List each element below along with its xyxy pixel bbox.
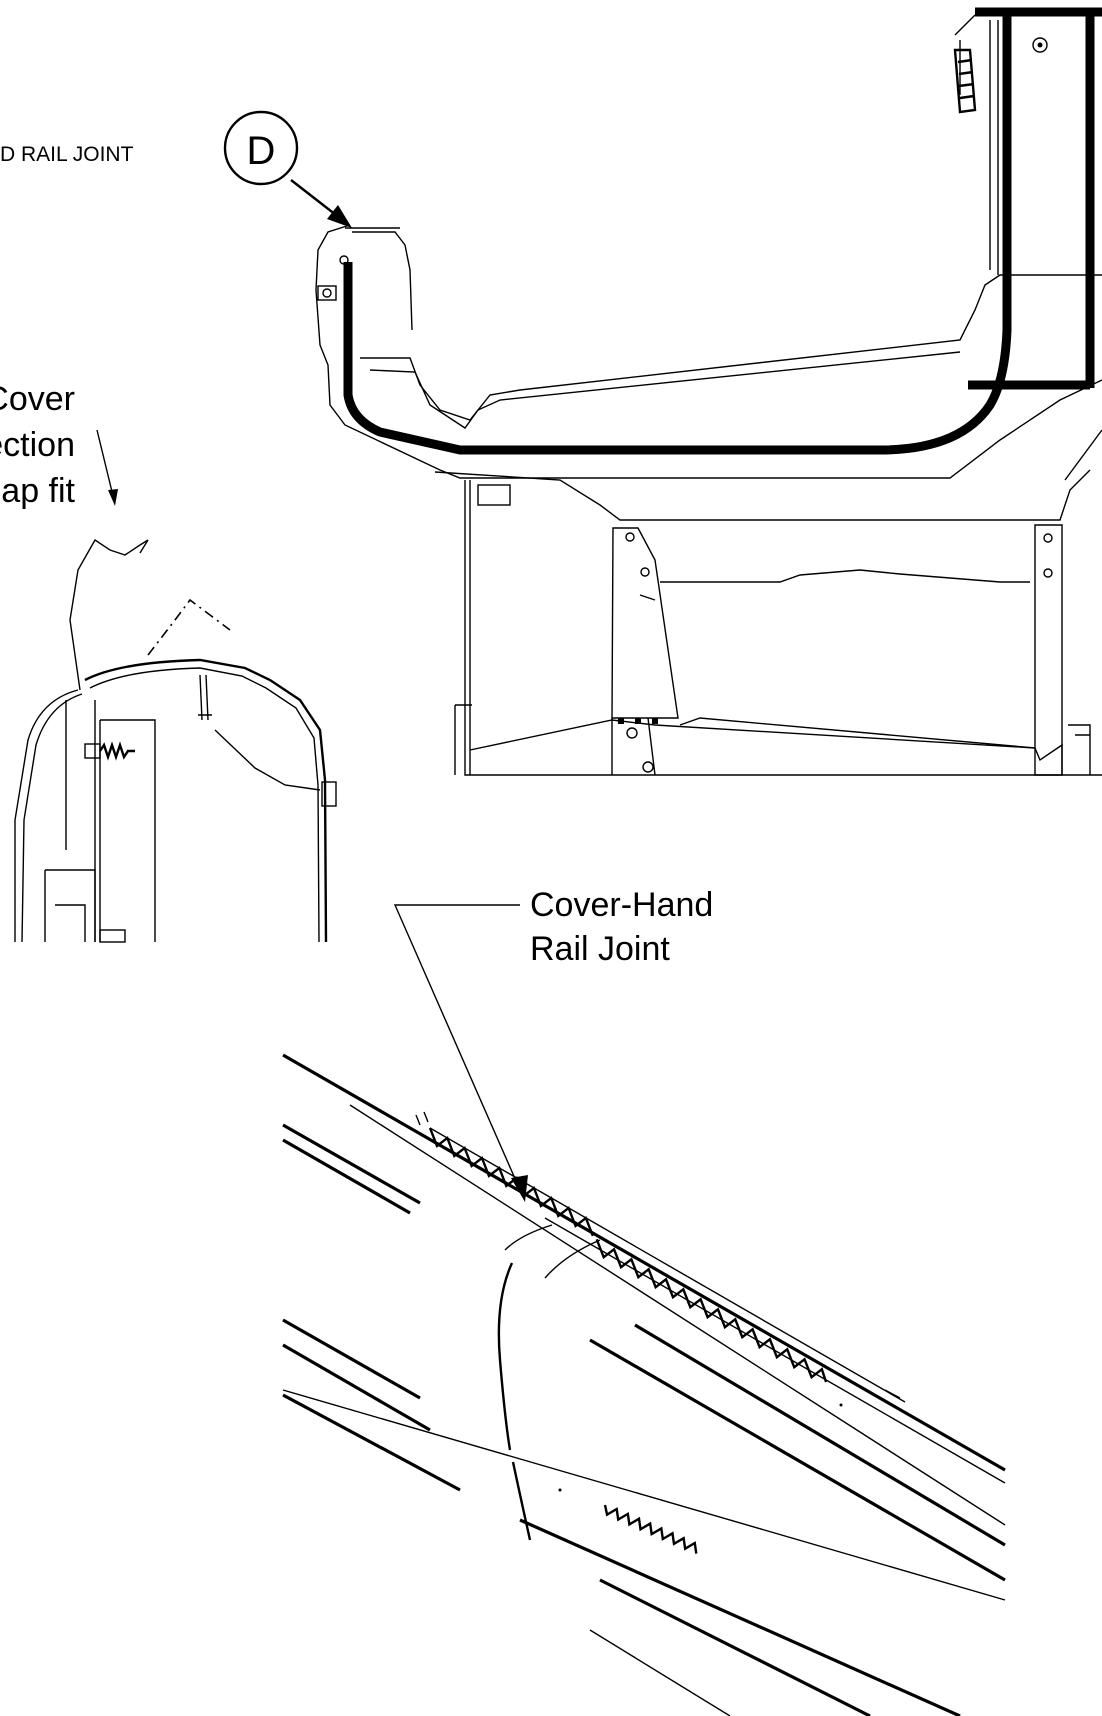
joint-curve-1 (497, 1262, 514, 1451)
inner-bracket (198, 674, 212, 721)
upper-span (660, 569, 1030, 583)
rail-line-5 (282, 1343, 431, 1432)
rail-line-7 (282, 1393, 461, 1492)
rail-joint-leader (393, 904, 521, 1191)
spring-hardware (84, 741, 135, 761)
post-left-hole-4 (642, 761, 654, 773)
post-right-hole-2 (1043, 568, 1053, 578)
cover-detail-view (14, 539, 337, 943)
spring-coil (99, 741, 135, 761)
lower-frame (464, 480, 1102, 776)
cross-section-view (315, 7, 1102, 776)
inner-rib (214, 729, 321, 791)
lower-serrated-strip (603, 1504, 698, 1554)
base-plate (434, 469, 1091, 521)
outer-cover-arc (14, 689, 79, 942)
joint-curve-2 (504, 1224, 601, 1279)
rail-line-13 (599, 1578, 871, 1716)
joint-partial-label: D RAIL JOINT (0, 143, 134, 166)
rail-joint-label-line1: Cover-Hand (530, 886, 713, 924)
rail-line-3 (282, 1138, 411, 1215)
rail-joint-label: Cover-Hand Rail Joint (393, 886, 713, 1202)
bolt-hole-top-dot (1037, 42, 1043, 48)
cover-label-line2: ection (0, 426, 75, 464)
rail-line-8 (349, 1104, 1006, 1526)
rail-line-4 (282, 1318, 421, 1400)
bolt-hole-top (1032, 37, 1048, 53)
post-right-hole-1 (1043, 533, 1053, 543)
rail-joint-label-line2: Rail Joint (530, 930, 670, 968)
snap-flap-closed (147, 598, 231, 656)
callout-arrowhead (327, 205, 352, 228)
dot-2 (558, 1488, 562, 1492)
callout-letter: D (247, 129, 276, 173)
bolt-hole-1 (339, 255, 349, 265)
rail-line-2 (282, 1123, 421, 1205)
outer-cover-arc-2 (21, 693, 83, 943)
rail-line-14 (589, 1629, 731, 1716)
post-right (1034, 524, 1063, 776)
post-left-hole-1 (625, 532, 635, 542)
top-cover-inner (89, 667, 320, 943)
hatch-block (953, 48, 977, 114)
serrated-rib-edge (429, 1127, 906, 1411)
top-cover (84, 658, 328, 943)
post-left-foot (611, 717, 656, 776)
lower-span (679, 717, 1036, 749)
post-left-hole-2 (640, 567, 650, 577)
cover-outline (315, 224, 1102, 479)
inner-frame (65, 700, 156, 942)
cover-label-line3: ap fit (1, 472, 75, 510)
cover-label-line1: Cover (0, 380, 75, 418)
callout-circle (223, 110, 299, 186)
frame-left-post (454, 704, 472, 775)
snap-flap (69, 539, 149, 691)
post-right-bracket (1068, 724, 1091, 775)
rail-line-6 (282, 1389, 1006, 1601)
bottom-left-box (44, 869, 96, 942)
frame-bottom-inner (469, 719, 1063, 775)
cover-inner-outline (352, 231, 413, 331)
callout-d: D (223, 110, 352, 228)
rail-line-10 (634, 1323, 1006, 1547)
rivet-b (635, 718, 641, 724)
cover-leader (96, 429, 115, 501)
cover-section-label: Cover ection ap fit (0, 380, 118, 510)
dot-1 (839, 1403, 843, 1407)
bolt-hole-2 (322, 288, 332, 298)
heavy-channel (343, 15, 1012, 455)
rail-line-11 (589, 1338, 1006, 1582)
rivet-a (618, 718, 624, 724)
post-left-hole-3 (626, 727, 638, 739)
side-tab (321, 781, 337, 807)
small-marks (415, 1111, 901, 1399)
serrated-rib (428, 1127, 828, 1383)
cover-leader-arrow (108, 489, 118, 506)
bolt-tab (317, 285, 337, 301)
spring-block (84, 743, 101, 759)
lower-block (99, 929, 126, 943)
rail-line-12 (519, 1518, 961, 1716)
lower-hardware (99, 929, 126, 943)
hand-rail-isometric (282, 1053, 1006, 1716)
rivet-c (652, 718, 658, 724)
joint-curve-3 (511, 1461, 532, 1541)
post-left (611, 527, 679, 719)
diag-brace (1064, 429, 1102, 481)
tray-inner-line-2 (369, 351, 961, 429)
base-block (477, 484, 511, 506)
box-lines (954, 14, 999, 275)
